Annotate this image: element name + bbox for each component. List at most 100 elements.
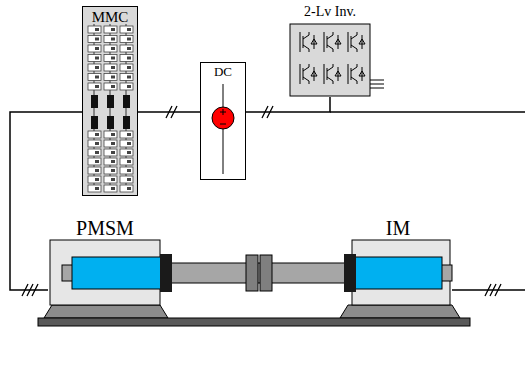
- submodule-switch: [95, 142, 99, 145]
- submodule: [104, 55, 117, 62]
- submodule-switch: [111, 66, 115, 69]
- submodule-switch: [127, 169, 131, 172]
- submodule-switch: [127, 142, 131, 145]
- igbt-symbol: [348, 32, 365, 52]
- submodule-switch: [127, 85, 131, 88]
- arm-inductor: [107, 95, 114, 108]
- submodule: [104, 36, 117, 43]
- submodule-switch: [95, 47, 99, 50]
- submodule-switch: [127, 66, 131, 69]
- submodule-switch: [111, 142, 115, 145]
- submodule-switch: [127, 38, 131, 41]
- submodule-switch: [95, 66, 99, 69]
- submodule-switch: [95, 169, 99, 172]
- submodule: [104, 167, 117, 174]
- rotor: [72, 257, 162, 289]
- submodule: [120, 26, 133, 33]
- dc-box-ground: [200, 62, 246, 180]
- node-label: MMC: [83, 9, 137, 26]
- end-cap: [160, 254, 172, 292]
- submodule: [120, 167, 133, 174]
- arm-inductor: [123, 95, 130, 108]
- coupling: [246, 255, 258, 291]
- submodule: [120, 158, 133, 165]
- dc-source-symbol: [212, 107, 234, 129]
- submodule: [88, 149, 101, 156]
- submodule: [104, 158, 117, 165]
- submodule-switch: [127, 133, 131, 136]
- node-label: IM: [344, 217, 452, 239]
- submodule-switch: [95, 178, 99, 181]
- submodule-switch: [95, 57, 99, 60]
- submodule: [120, 149, 133, 156]
- arm-inductor: [91, 116, 98, 129]
- submodule-switch: [111, 47, 115, 50]
- arm-inductor: [123, 116, 130, 129]
- submodule-switch: [111, 28, 115, 31]
- end-cap: [344, 254, 356, 292]
- submodule: [104, 149, 117, 156]
- coupling: [260, 255, 272, 291]
- submodule-switch: [127, 47, 131, 50]
- node-label: 2-Lv Inv.: [288, 4, 372, 19]
- submodule: [88, 185, 101, 192]
- submodule: [120, 55, 133, 62]
- submodule-switch: [95, 133, 99, 136]
- submodule: [120, 36, 133, 43]
- rotor: [352, 257, 442, 289]
- submodule-switch: [111, 160, 115, 163]
- converter-body: [82, 6, 138, 196]
- submodule-switch: [95, 187, 99, 190]
- inverter-body: [290, 24, 370, 96]
- submodule: [104, 64, 117, 71]
- submodule: [104, 140, 117, 147]
- submodule-switch: [95, 28, 99, 31]
- submodule: [88, 74, 101, 81]
- submodule: [104, 131, 117, 138]
- submodule: [120, 185, 133, 192]
- submodule: [88, 158, 101, 165]
- submodule: [104, 26, 117, 33]
- submodule: [120, 45, 133, 52]
- im-housing: [352, 240, 450, 305]
- machine-box: IM: [344, 216, 452, 306]
- inverter-box: 2-Lv Inv.: [288, 3, 372, 97]
- submodule: [104, 74, 117, 81]
- submodule-switch: [111, 133, 115, 136]
- submodule-switch: [95, 151, 99, 154]
- node-label: DC: [201, 65, 245, 79]
- submodule: [120, 131, 133, 138]
- power-wire: [10, 112, 82, 290]
- submodule: [88, 26, 101, 33]
- submodule-switch: [111, 187, 115, 190]
- submodule-switch: [95, 76, 99, 79]
- submodule: [104, 45, 117, 52]
- submodule-switch: [127, 57, 131, 60]
- submodule-switch: [127, 151, 131, 154]
- igbt-symbol: [324, 64, 341, 84]
- switch-array: [300, 32, 365, 84]
- igbt-symbol: [300, 64, 317, 84]
- submodule-switch: [111, 178, 115, 181]
- machine-foot: [340, 305, 460, 318]
- power-wire: [138, 111, 200, 113]
- igbt-symbol: [348, 64, 365, 84]
- submodule-switch: [127, 28, 131, 31]
- arm-inductor: [91, 95, 98, 108]
- dc-source-box: DC: [200, 62, 246, 180]
- base-plate: [38, 318, 470, 326]
- submodule-switch: [127, 178, 131, 181]
- submodule: [88, 36, 101, 43]
- submodule: [120, 83, 133, 90]
- node-label: PMSM: [48, 217, 162, 239]
- machine-foot: [44, 305, 168, 318]
- bus-wire: [330, 111, 525, 113]
- submodule-switch: [127, 76, 131, 79]
- submodule-switch: [111, 169, 115, 172]
- submodule: [88, 45, 101, 52]
- submodule: [120, 140, 133, 147]
